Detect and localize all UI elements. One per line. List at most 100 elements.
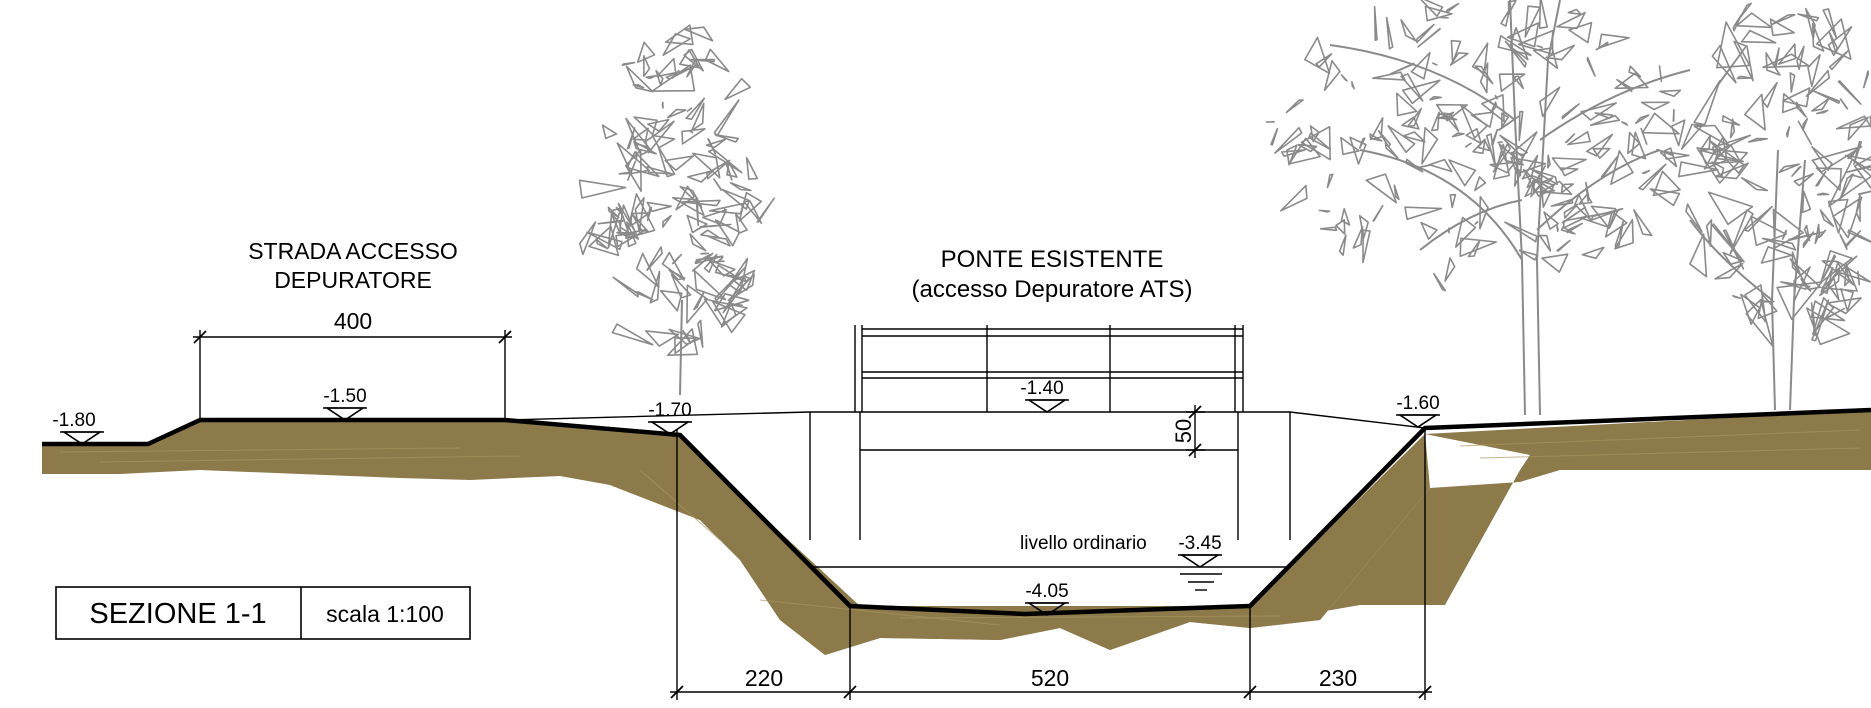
leaf-icon: [721, 188, 751, 210]
leaf-icon: [671, 197, 705, 217]
leaf-icon: [661, 101, 664, 109]
leaf-icon: [1641, 169, 1651, 174]
leaf-icon: [636, 41, 656, 64]
leaf-icon: [1835, 115, 1871, 130]
elevation-water: -3.45: [1178, 533, 1221, 554]
leaf-icon: [1524, 179, 1534, 198]
leaf-icon: [1589, 114, 1621, 126]
leaf-icon: [1400, 18, 1417, 42]
leaf-icon: [1563, 203, 1579, 219]
leaf-icon: [674, 337, 698, 355]
leaf-icon: [659, 289, 683, 312]
water-level-label: livello ordinario: [1020, 533, 1147, 554]
leaf-icon: [646, 201, 673, 213]
leaf-icon: [1470, 111, 1494, 128]
leaf-icon: [666, 108, 687, 119]
leaf-icon: [1393, 184, 1400, 201]
leaf-icon: [1614, 220, 1624, 249]
leaf-icon: [704, 48, 730, 73]
leaf-icon: [1416, 23, 1435, 44]
leaf-icon: [1556, 11, 1586, 30]
water-level-symbol: [1177, 554, 1223, 591]
leaf-icon: [1828, 50, 1849, 71]
leaf-icon: [1556, 239, 1571, 252]
leaf-icon: [701, 209, 728, 225]
leaf-icon: [1759, 300, 1775, 303]
leaf-icon: [1670, 119, 1686, 147]
leaf-icon: [1319, 226, 1338, 232]
leaf-icon: [651, 134, 676, 149]
leaf-icon: [625, 65, 654, 93]
leaf-icon: [699, 223, 732, 229]
leaf-icon: [1568, 21, 1593, 44]
leaf-icon: [624, 149, 642, 192]
leaf-icon: [655, 69, 664, 86]
leaf-icon: [664, 24, 694, 46]
leaf-icon: [635, 252, 660, 289]
leaf-icon: [1715, 144, 1741, 162]
leaf-icon: [1693, 124, 1731, 147]
leaf-icon: [686, 169, 715, 183]
leaf-icon: [686, 214, 708, 234]
leaf-icon: [1714, 262, 1744, 280]
leaf-icon: [1735, 12, 1773, 29]
leaf-icon: [578, 221, 597, 256]
leaf-icon: [1818, 229, 1827, 238]
leaf-icon: [1518, 249, 1539, 261]
leaf-icon: [1404, 206, 1443, 221]
leaf-icon: [1631, 131, 1647, 160]
deck-thickness-dimension: [1186, 405, 1205, 458]
leaf-icon: [745, 156, 759, 180]
elevation-left-edge: -1.80: [52, 410, 95, 431]
leaf-icon: [1351, 81, 1355, 90]
deck-thickness-value: 50: [1171, 419, 1196, 443]
elevation-channel-bottom: -4.05: [1025, 581, 1068, 602]
leaf-icon: [1432, 62, 1438, 66]
leaf-icon: [1760, 246, 1793, 264]
leaf-icon: [1543, 211, 1559, 230]
leaf-icon: [1812, 90, 1841, 104]
leaf-icon: [1497, 141, 1503, 144]
leaf-icon: [1845, 164, 1871, 174]
leaf-icon: [1678, 161, 1719, 178]
leaf-icon: [671, 253, 683, 265]
leaf-icon: [713, 178, 723, 191]
leaf-icon: [1541, 253, 1569, 273]
leaf-icon: [661, 251, 685, 281]
channel-bottom-value: 520: [1031, 665, 1069, 691]
leaf-icon: [1858, 190, 1871, 196]
leaf-icon: [1560, 183, 1575, 194]
leaf-icon: [1352, 226, 1364, 249]
leaf-icon: [1797, 120, 1813, 146]
leaf-icon: [1616, 78, 1633, 93]
leaf-icon: [1778, 163, 1800, 174]
leaf-icon: [689, 233, 707, 252]
leaf-icon: [1839, 173, 1854, 201]
leaf-icon: [578, 179, 627, 199]
leaf-icon: [1538, 234, 1552, 252]
leaf-icon: [1372, 71, 1406, 81]
leaf-icon: [1396, 92, 1418, 117]
leaf-icon: [1693, 80, 1721, 126]
leaf-icon: [693, 291, 705, 311]
leaf-icon: [1847, 116, 1869, 141]
leaf-icon: [1417, 27, 1441, 48]
leaf-icon: [632, 127, 649, 141]
leaf-icon: [1740, 29, 1777, 44]
scale-label: scala 1:100: [326, 601, 444, 627]
leaf-icon: [1436, 112, 1458, 121]
leaf-icon: [1286, 144, 1298, 166]
leaf-icon: [1442, 112, 1460, 132]
leaf-icon: [700, 252, 710, 255]
leaf-icon: [707, 235, 731, 247]
leaf-icon: [1795, 101, 1807, 118]
leaf-icon: [1405, 158, 1424, 173]
leaf-icon: [1815, 170, 1827, 187]
leaf-icon: [1315, 52, 1333, 68]
leaf-icon: [1781, 93, 1800, 114]
leaf-icon: [649, 270, 661, 304]
channel-dimensions: [670, 430, 1432, 700]
leaf-icon: [1429, 95, 1442, 101]
leaf-icon: [1814, 223, 1821, 245]
leaf-icon: [1652, 170, 1681, 197]
